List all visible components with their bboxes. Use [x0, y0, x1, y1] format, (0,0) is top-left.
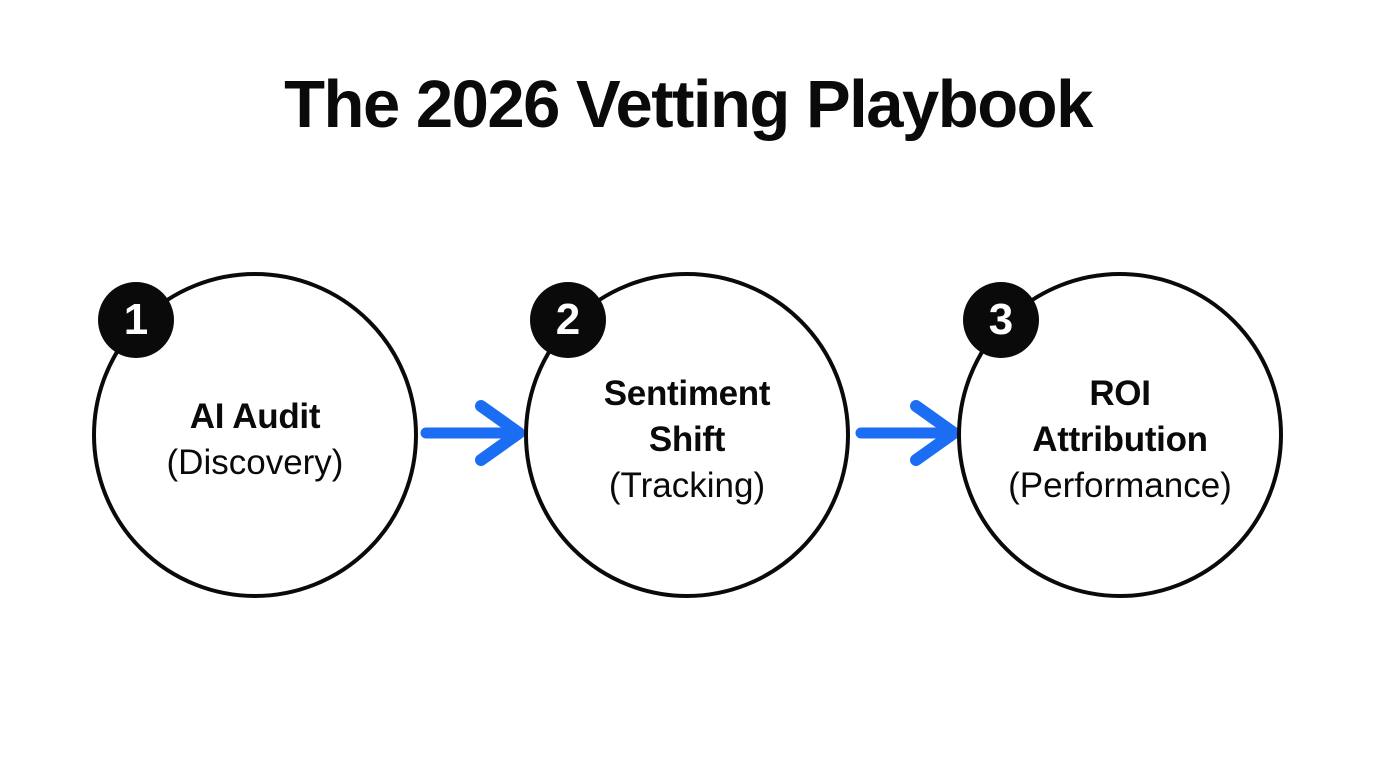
step-number-badge-3: 3	[963, 282, 1039, 358]
step-name-2: Sentiment Shift	[603, 373, 771, 459]
step-name-3: ROI Attribution	[1032, 373, 1208, 459]
step-label-3: ROI Attribution (Performance)	[961, 276, 1279, 594]
step-number-3: 3	[988, 295, 1014, 344]
flow-arrow-2-icon	[855, 400, 960, 466]
step-number-badge-2: 2	[530, 282, 606, 358]
flow-arrow-1-icon	[420, 400, 525, 466]
step-circle-sentiment-shift: 2 Sentiment Shift (Tracking)	[524, 272, 850, 598]
step-subtitle-1: (Discovery)	[166, 443, 344, 482]
step-subtitle-2: (Tracking)	[608, 466, 766, 506]
step-name-1: AI Audit	[189, 396, 321, 436]
step-label-1: AI Audit (Discovery)	[96, 276, 414, 594]
step-circle-ai-audit: 1 AI Audit (Discovery)	[92, 272, 418, 598]
step-label-2: Sentiment Shift (Tracking)	[528, 276, 846, 594]
step-number-1: 1	[123, 295, 149, 344]
step-subtitle-3: (Performance)	[1008, 466, 1232, 506]
step-number-badge-1: 1	[98, 282, 174, 358]
step-number-2: 2	[555, 295, 581, 344]
step-circle-roi-attribution: 3 ROI Attribution (Performance)	[957, 272, 1283, 598]
page-title: The 2026 Vetting Playbook	[284, 67, 1093, 142]
